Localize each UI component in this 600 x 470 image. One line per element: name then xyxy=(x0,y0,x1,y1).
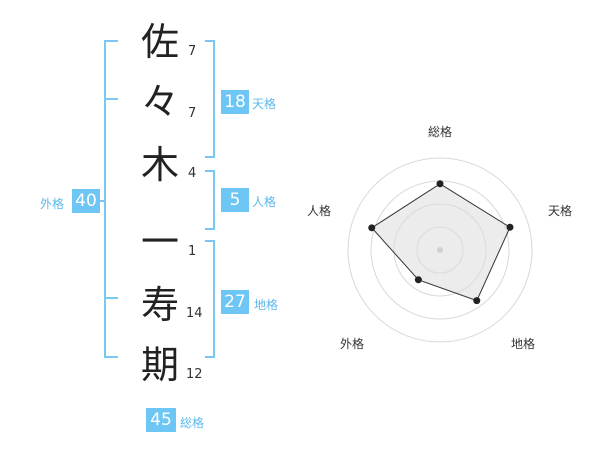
chikaku-label: 地格 xyxy=(254,298,279,312)
gaikaku-value: 40 xyxy=(72,189,100,213)
gaikaku-bracket-stem xyxy=(98,200,106,202)
radar-label-jinkaku: 人格 xyxy=(307,204,332,218)
stroke-count-5: 14 xyxy=(186,306,203,321)
tenkaku-bracket xyxy=(205,40,215,158)
name-char-3: 木 xyxy=(140,143,179,187)
soukaku-value: 45 xyxy=(146,408,176,432)
name-char-4: 一 xyxy=(140,220,179,264)
chikaku-bracket xyxy=(205,240,215,358)
jinkaku-label: 人格 xyxy=(252,195,277,209)
radar-chart xyxy=(347,157,533,343)
tenkaku-label: 天格 xyxy=(252,97,277,111)
name-char-6: 期 xyxy=(140,343,179,387)
radar-label-chikaku: 地格 xyxy=(511,337,536,351)
stroke-count-4: 1 xyxy=(188,244,197,259)
jinkaku-bracket xyxy=(205,170,215,230)
radar-point-0 xyxy=(436,180,444,188)
gaikaku-bracket xyxy=(104,40,118,358)
stroke-count-3: 4 xyxy=(188,166,197,181)
gaikaku-label: 外格 xyxy=(40,197,65,211)
name-char-5: 寿 xyxy=(140,283,179,327)
radar-label-tenkaku: 天格 xyxy=(548,204,573,218)
stroke-count-2: 7 xyxy=(188,106,197,121)
radar-center-dot xyxy=(437,247,443,253)
jinkaku-value: 5 xyxy=(221,188,249,212)
radar-point-4 xyxy=(368,224,376,232)
tenkaku-value: 18 xyxy=(221,90,249,114)
stroke-count-1: 7 xyxy=(188,44,197,59)
radar-point-1 xyxy=(506,223,514,231)
name-char-1: 佐 xyxy=(140,20,179,64)
radar-label-soukaku: 総格 xyxy=(428,125,453,139)
radar-polygon xyxy=(371,183,511,302)
chikaku-value: 27 xyxy=(221,290,249,314)
name-char-2: 々 xyxy=(140,80,179,124)
soukaku-label: 総格 xyxy=(180,416,205,430)
gaikaku-bracket-tick-2 xyxy=(104,297,118,299)
radar-point-2 xyxy=(473,297,481,305)
stroke-count-6: 12 xyxy=(186,367,203,382)
radar-point-3 xyxy=(414,276,422,284)
gaikaku-bracket-tick-1 xyxy=(104,98,118,100)
radar-label-gaikaku: 外格 xyxy=(340,337,365,351)
